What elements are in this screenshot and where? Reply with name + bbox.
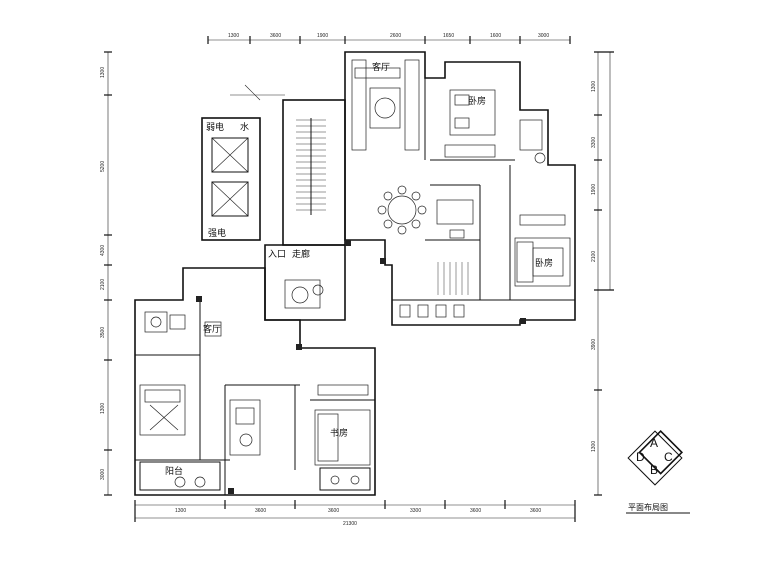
unit-b-outline	[344, 51, 576, 326]
compass-label-b: B	[650, 463, 658, 477]
top-dim-5: 1650	[443, 33, 454, 39]
right-dim-6: 1300	[591, 441, 597, 452]
elevator-core: 弱电 水 强电	[201, 117, 261, 241]
left-dim-2: 5200	[100, 161, 106, 172]
label-electric-room: 强电	[208, 227, 226, 238]
label-bedroom-b: 卧房	[468, 95, 486, 106]
left-dim-3: 4300	[100, 245, 106, 256]
bottom-dim-5: 3600	[470, 508, 481, 514]
drawing-title: 平面布局图	[626, 502, 690, 514]
top-dim-4: 2600	[390, 33, 401, 39]
top-dim-3: 1900	[317, 33, 328, 39]
label-study-c: 书房	[330, 427, 348, 438]
left-dimension-line: 1300 5200 4300 2100 3500 1300 3000	[100, 51, 112, 496]
left-dim-1: 1300	[100, 67, 106, 78]
unit-left-bedroom	[139, 384, 186, 436]
bottom-dim-3: 3600	[328, 508, 339, 514]
right-dim-4: 2100	[591, 251, 597, 262]
left-dim-5: 3500	[100, 327, 106, 338]
unit-left-study	[144, 311, 186, 333]
label-weak-room: 弱电	[206, 121, 224, 132]
top-dim-6: 1600	[490, 33, 501, 39]
right-dimension-line: 1300 3300 1900 2100 3900 1300	[591, 51, 614, 496]
bottom-dimension-line: 1300 3600 3600 3300 3600 3600 21300	[134, 500, 576, 527]
bottom-dim-1: 1300	[175, 508, 186, 514]
bottom-dim-6: 3600	[530, 508, 541, 514]
compass-label-a: A	[650, 436, 658, 450]
unit-left-outline	[134, 267, 376, 496]
unit-b-kitchen	[399, 262, 469, 318]
bottom-dim-2: 3600	[255, 508, 266, 514]
structural-columns	[196, 240, 526, 494]
left-dim-4: 2100	[100, 279, 106, 290]
living-room-b-furniture: 客厅	[351, 59, 420, 151]
label-living-room-b: 客厅	[372, 61, 390, 72]
label-lobby: 入口	[268, 249, 286, 259]
left-dim-6: 1300	[100, 403, 106, 414]
title-text: 平面布局图	[628, 502, 668, 512]
right-dim-2: 3300	[591, 137, 597, 148]
compass-label-c: C	[664, 450, 673, 464]
top-dimension-line: 1300 3600 1900 2600 1650 1600 3000	[207, 33, 571, 44]
top-dim-1: 1300	[228, 33, 239, 39]
label-corridor: 走廊	[292, 248, 310, 259]
label-balcony: 阳台	[165, 465, 183, 476]
bedroom-b-furniture: 卧房	[444, 89, 496, 158]
right-dim-3: 1900	[591, 184, 597, 195]
left-dim-7: 3000	[100, 469, 106, 480]
compass-label-d: D	[636, 450, 645, 464]
top-dim-2: 3600	[270, 33, 281, 39]
dining-table	[377, 185, 427, 235]
label-water-room: 水	[240, 121, 249, 132]
label-living-a: 客厅	[203, 323, 221, 334]
master-bedroom-a-furniture: 卧房	[514, 119, 571, 287]
stair-core	[230, 84, 346, 246]
right-dim-1: 1300	[591, 81, 597, 92]
top-dim-7: 3000	[538, 33, 549, 39]
compass-diagram: A B C D	[627, 429, 684, 486]
unit-left-bedroom-2: 书房	[314, 384, 371, 466]
label-master-a: 卧房	[535, 257, 553, 268]
unit-b-study	[436, 199, 474, 239]
right-dim-5: 3900	[591, 339, 597, 350]
unit-left-living: 客厅	[203, 321, 261, 456]
balcony: 阳台	[139, 461, 371, 491]
bottom-dim-4: 3300	[410, 508, 421, 514]
bottom-dim-total: 21300	[343, 521, 357, 527]
